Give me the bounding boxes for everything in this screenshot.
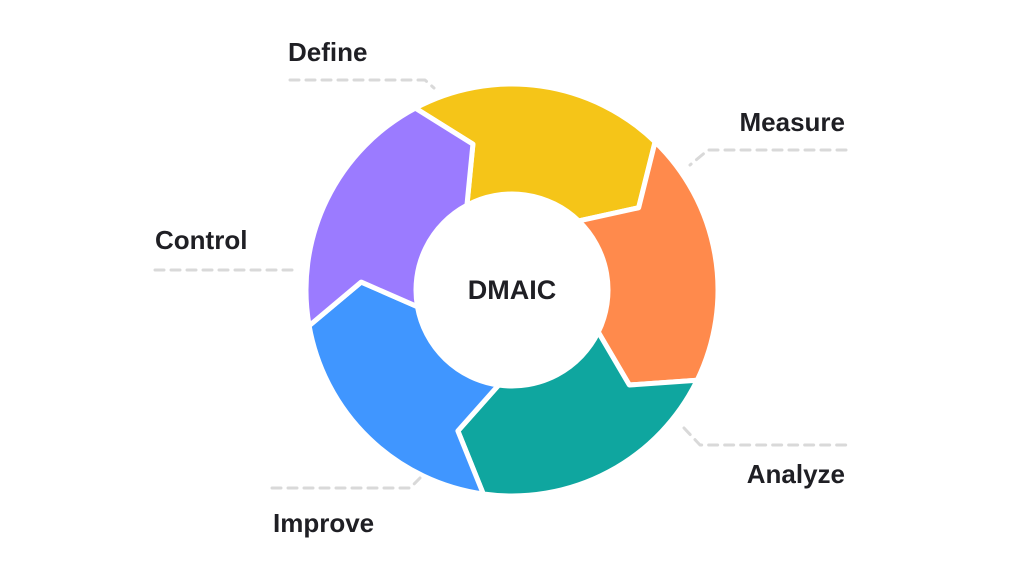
leader-improve	[270, 476, 422, 490]
center-label: DMAIC	[468, 275, 557, 305]
leader-measure	[688, 148, 848, 167]
stage-label-control: Control	[155, 225, 247, 255]
stage-label-improve: Improve	[273, 508, 374, 538]
center-hole	[416, 194, 608, 386]
leader-analyze	[682, 426, 848, 447]
stage-label-measure: Measure	[740, 107, 846, 137]
cycle-ring	[303, 81, 721, 499]
leader-define	[288, 78, 436, 90]
stage-label-define: Define	[288, 37, 367, 67]
stage-label-analyze: Analyze	[747, 459, 845, 489]
